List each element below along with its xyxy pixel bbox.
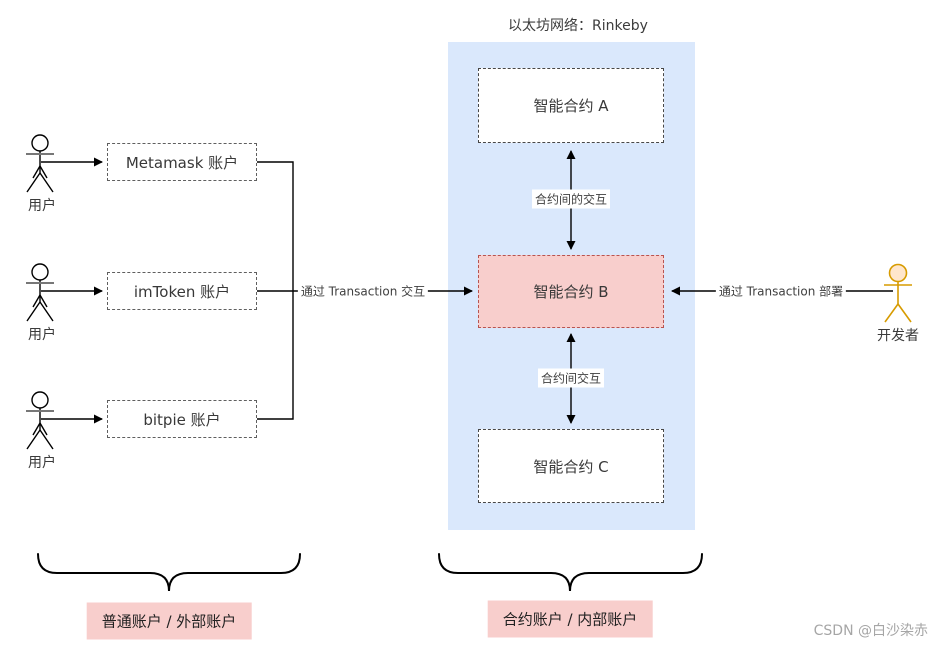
actor-user-1 — [26, 134, 54, 193]
smart-contract-c-node: 智能合约 C — [478, 429, 664, 503]
user3-hip — [32, 422, 48, 436]
network-title: 以太坊网络：Rinkeby — [508, 18, 648, 34]
group-label-internal-accounts: 合约账户 / 内部账户 — [487, 600, 653, 638]
group-label-external-accounts: 普通账户 / 外部账户 — [86, 602, 252, 640]
connector-accounts-join — [257, 161, 294, 420]
user1-hip — [32, 165, 48, 179]
account-node-metamask: Metamask 账户 — [107, 143, 257, 181]
user1-legs — [26, 172, 54, 193]
developer-label: 开发者 — [877, 328, 919, 344]
account-bitpie-label: bitpie 账户 — [143, 410, 221, 429]
edge-label-contract-interaction-ab: 合约间的交互 — [531, 189, 611, 209]
account-node-bitpie: bitpie 账户 — [107, 400, 257, 438]
user2-legs — [26, 301, 54, 322]
user-label-3: 用户 — [28, 455, 56, 471]
user1-head — [31, 134, 49, 152]
smart-contract-b-label: 智能合约 B — [533, 283, 609, 301]
account-node-imtoken: imToken 账户 — [107, 272, 257, 310]
user3-head — [31, 391, 49, 409]
actor-developer — [884, 263, 912, 323]
edge-label-contract-interaction-bc: 合约间交互 — [537, 368, 605, 388]
smart-contract-b-node: 智能合约 B — [478, 255, 664, 328]
smart-contract-c-label: 智能合约 C — [533, 457, 609, 476]
brace-right — [438, 553, 703, 592]
edge-label-transaction-deploy: 通过 Transaction 部署 — [715, 281, 847, 301]
developer-legs — [884, 303, 912, 323]
smart-contract-a-label: 智能合约 A — [533, 97, 609, 115]
actor-user-2 — [26, 263, 54, 322]
actor-user-3 — [26, 391, 54, 450]
smart-contract-a-node: 智能合约 A — [478, 68, 664, 143]
account-metamask-label: Metamask 账户 — [125, 153, 239, 172]
user-label-1: 用户 — [28, 198, 56, 214]
developer-head — [888, 263, 908, 283]
edge-label-transaction-interact: 通过 Transaction 交互 — [297, 281, 429, 301]
watermark: CSDN @白沙染赤 — [813, 623, 928, 639]
user-label-2: 用户 — [28, 327, 56, 343]
user2-hip — [32, 294, 48, 308]
user3-legs — [26, 429, 54, 450]
brace-left — [37, 553, 301, 592]
user2-head — [31, 263, 49, 281]
account-imtoken-label: imToken 账户 — [133, 282, 231, 301]
